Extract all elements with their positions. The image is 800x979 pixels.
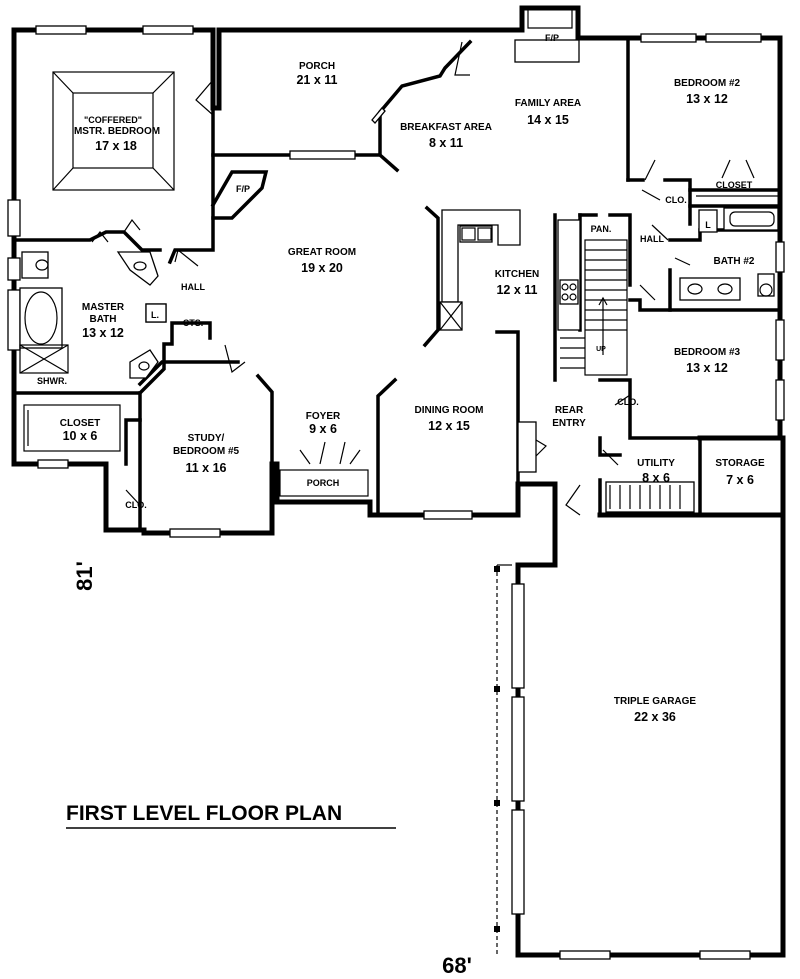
study-name1: STUDY/ <box>188 433 225 444</box>
storage-size: 7 x 6 <box>726 473 754 487</box>
closet-bed2-label: CLOSET <box>716 180 753 190</box>
breakfast-name: BREAKFAST AREA <box>400 122 492 133</box>
storage-name: STORAGE <box>715 458 765 469</box>
clo-bed2-label: CLO. <box>665 195 687 205</box>
family-name: FAMILY AREA <box>515 98 581 109</box>
linen-left-label: L. <box>151 310 159 320</box>
bed2-name: BEDROOM #2 <box>674 78 741 89</box>
utility-size: 8 x 6 <box>642 471 670 485</box>
closet-main-name: CLOSET <box>60 418 101 429</box>
small-labels: F/P F/P CLOSET CLO. HALL PAN. L HALL L. … <box>37 33 753 510</box>
study-name2: BEDROOM #5 <box>173 446 240 457</box>
shower-label: SHWR. <box>37 376 67 386</box>
bed3-name: BEDROOM #3 <box>674 347 741 358</box>
bed3-size: 13 x 12 <box>686 361 728 375</box>
porch-top-name: PORCH <box>299 61 335 72</box>
dining-size: 12 x 15 <box>428 419 470 433</box>
master-note: "COFFERED" <box>84 115 142 125</box>
width-dimension: 68' <box>442 953 472 978</box>
kitchen-name: KITCHEN <box>495 269 539 280</box>
room-labels: PORCH 21 x 11 "COFFERED" MSTR. BEDROOM 1… <box>60 61 765 724</box>
fixtures <box>19 8 779 513</box>
porch-front-label: PORCH <box>307 478 340 488</box>
doors <box>91 41 755 516</box>
fp-top-label: F/P <box>545 33 559 43</box>
pantry-label: PAN. <box>591 224 612 234</box>
master-size: 17 x 18 <box>95 139 137 153</box>
master-name: MSTR. BEDROOM <box>74 126 160 137</box>
windows <box>7 25 785 960</box>
study-size: 11 x 16 <box>185 461 226 475</box>
hall-left-label: HALL <box>181 282 205 292</box>
closet-main-size: 10 x 6 <box>63 429 98 443</box>
master-bath-name1: MASTER <box>82 302 125 313</box>
stairs <box>560 239 628 376</box>
bed2-size: 13 x 12 <box>686 92 728 106</box>
rear-entry-name1: REAR <box>555 405 584 416</box>
clo-bed3-label: CLO. <box>617 397 639 407</box>
bath2-name: BATH #2 <box>714 256 755 267</box>
clo-study-label: CLO. <box>125 500 147 510</box>
porch-top-size: 21 x 11 <box>296 73 337 87</box>
foyer-name: FOYER <box>306 411 341 422</box>
garage-apron <box>494 564 512 955</box>
breakfast-size: 8 x 11 <box>429 136 463 150</box>
hall-right-label: HALL <box>640 234 664 244</box>
interior-walls <box>12 36 782 532</box>
master-bath-size: 13 x 12 <box>82 326 124 340</box>
family-size: 14 x 15 <box>527 113 569 127</box>
depth-dimension: 81' <box>72 561 97 591</box>
foyer-size: 9 x 6 <box>309 422 337 436</box>
rear-entry-name2: ENTRY <box>552 418 586 429</box>
stairs-up-label: UP <box>596 346 606 353</box>
garage-size: 22 x 36 <box>634 710 676 724</box>
fp-great-label: F/P <box>236 184 250 194</box>
linen-right-label: L <box>705 220 711 230</box>
great-name: GREAT ROOM <box>288 247 356 258</box>
dining-name: DINING ROOM <box>415 405 484 416</box>
garage-name: TRIPLE GARAGE <box>614 696 697 707</box>
utility-name: UTILITY <box>637 458 675 469</box>
cts-label: CTS. <box>183 318 204 328</box>
kitchen-size: 12 x 11 <box>496 283 537 297</box>
great-size: 19 x 20 <box>301 261 343 275</box>
plan-title: FIRST LEVEL FLOOR PLAN <box>66 802 342 825</box>
master-bath-name2: BATH <box>89 314 116 325</box>
